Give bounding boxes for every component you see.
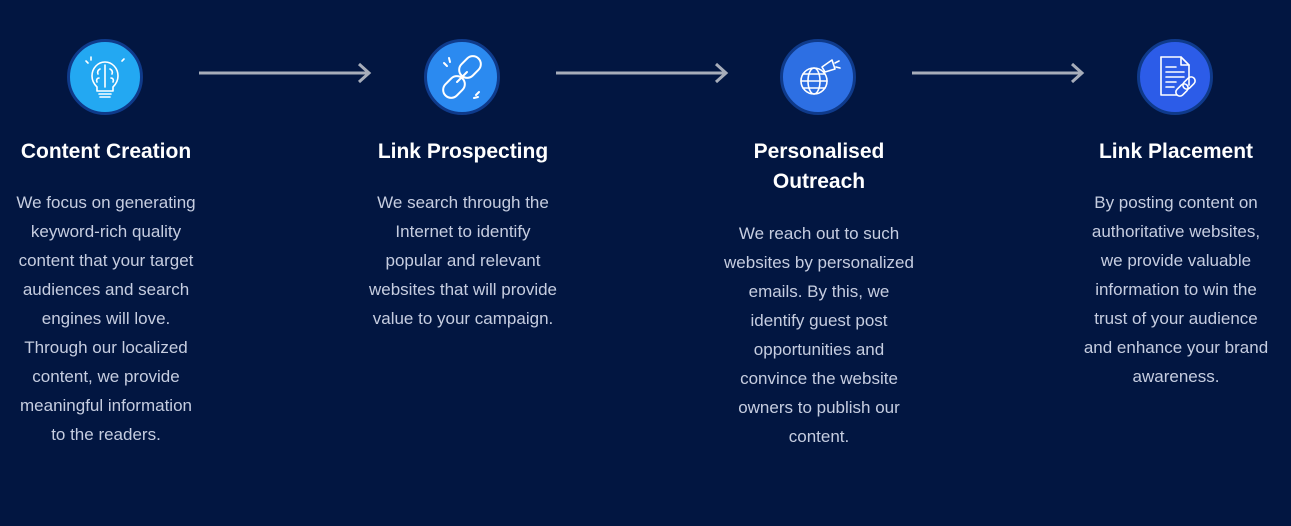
document-link-icon	[1160, 56, 1196, 97]
step-2-icon-circle	[424, 39, 500, 115]
step-4-icon-circle	[1137, 39, 1213, 115]
step-description: By posting content on authoritative webs…	[1083, 193, 1269, 386]
step-title: Personalised Outreach	[753, 140, 885, 193]
step-title: Link Prospecting	[377, 140, 549, 163]
step-description: We reach out to such websites by persona…	[724, 224, 914, 446]
brain-bulb-icon	[85, 56, 125, 98]
step-title: Link Placement	[1098, 140, 1254, 163]
arrow-right-icon	[912, 62, 1085, 84]
step-description: We focus on generating keyword-rich qual…	[16, 193, 196, 444]
arrow-right-icon	[556, 62, 729, 84]
step-3-icon-circle	[780, 39, 856, 115]
step-title: Content Creation	[20, 140, 192, 163]
step-description: We search through the Internet to identi…	[368, 193, 558, 328]
step-1-icon-circle	[67, 39, 143, 115]
arrow-right-icon	[199, 62, 372, 84]
globe-megaphone-icon	[800, 59, 841, 95]
chain-link-icon	[442, 55, 482, 99]
